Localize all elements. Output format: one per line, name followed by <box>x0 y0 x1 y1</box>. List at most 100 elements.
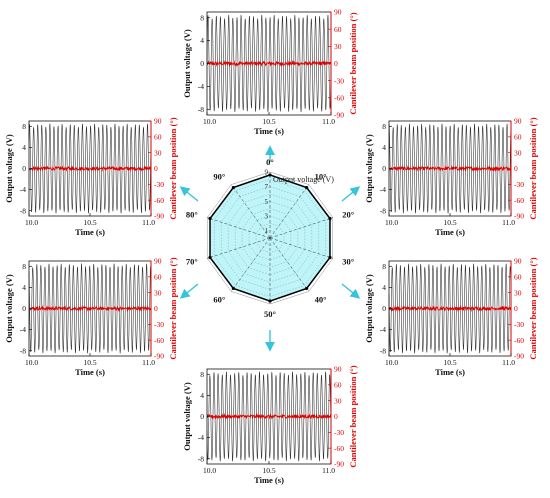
y-tick-label: 8 <box>382 122 386 131</box>
voltage-series <box>28 123 152 214</box>
y-tick-label: 0 <box>22 304 26 313</box>
y2-tick-label: 90 <box>154 117 162 126</box>
radar-spoke <box>269 217 333 239</box>
radar-grid-ring <box>213 179 326 297</box>
y-axis-label: Output voltage (V) <box>364 134 374 203</box>
x-tick-label: 11.0 <box>142 218 155 227</box>
radar-spoke <box>207 217 271 239</box>
y-tick-label: -4 <box>380 325 386 334</box>
radar-angle-label: 90° <box>213 172 225 182</box>
x-axis-label: Time (s) <box>435 227 465 237</box>
y2-tick-label: 30 <box>334 42 342 51</box>
y-tick-label: 8 <box>382 262 386 271</box>
y2-axis-label: Cantilever beam position (°) <box>168 257 178 359</box>
y-tick-label: -8 <box>380 346 386 355</box>
y2-tick-label: 90 <box>154 257 162 266</box>
position-series <box>388 165 512 172</box>
radar-title: Output voltage (V) <box>273 175 334 184</box>
y2-tick-label: -30 <box>514 180 524 189</box>
radar-grid-ring <box>255 223 285 253</box>
y2-tick-label: 60 <box>514 272 522 281</box>
x-tick-label: 10.5 <box>83 358 96 367</box>
y2-axis-label: Cantilever beam position (°) <box>348 365 358 467</box>
y2-tick-label: -60 <box>154 196 164 205</box>
y2-tick-label: -90 <box>514 212 524 221</box>
y2-tick-label: 0 <box>154 304 158 313</box>
y2-tick-label: -30 <box>514 320 524 329</box>
radar-angle-label: 50° <box>264 309 276 319</box>
y-tick-label: 0 <box>200 412 204 421</box>
y-tick-label: -4 <box>20 325 26 334</box>
x-axis-label: Time (s) <box>75 367 105 377</box>
x-tick-label: 10.5 <box>262 117 275 126</box>
y-tick-label: -4 <box>20 185 26 194</box>
y-tick-label: 0 <box>22 164 26 173</box>
y2-axis-label: Cantilever beam position (°) <box>528 117 538 219</box>
position-series <box>388 305 512 313</box>
x-tick-label: 11.0 <box>502 218 515 227</box>
y2-tick-label: 0 <box>514 164 518 173</box>
direction-arrow <box>179 283 199 299</box>
x-axis-label: Time (s) <box>254 475 284 485</box>
radar-spoke <box>269 237 333 259</box>
y-tick-label: 4 <box>200 391 204 400</box>
y2-tick-label: 30 <box>154 288 162 297</box>
x-tick-label: 10.0 <box>385 358 398 367</box>
radar-angle-label: 30° <box>342 256 354 266</box>
y2-tick-label: 30 <box>334 396 342 405</box>
y-axis-label: Output voltage (V) <box>364 274 374 343</box>
y2-tick-label: 60 <box>154 132 162 141</box>
y2-tick-label: -90 <box>514 352 524 361</box>
y2-tick-label: 90 <box>334 8 342 17</box>
radar-radial-tick: 7 <box>265 183 269 191</box>
y2-tick-label: -60 <box>334 444 344 453</box>
y-tick-label: 4 <box>22 143 26 152</box>
y-tick-label: -4 <box>198 82 204 91</box>
radar-spoke <box>207 237 271 259</box>
y2-tick-label: 60 <box>514 132 522 141</box>
x-tick-label: 11.0 <box>502 358 515 367</box>
y2-tick-label: -60 <box>514 196 524 205</box>
y2-tick-label: -90 <box>334 111 344 120</box>
y-tick-label: 4 <box>200 36 204 45</box>
radar-angle-label: 40° <box>315 294 327 304</box>
y2-tick-label: -30 <box>154 320 164 329</box>
x-axis-label: Time (s) <box>254 126 284 136</box>
x-tick-label: 10.0 <box>25 218 38 227</box>
y-tick-label: -8 <box>198 105 204 114</box>
position-series <box>28 305 152 313</box>
x-axis-label: Time (s) <box>75 227 105 237</box>
y2-axis-label: Cantilever beam position (°) <box>348 12 358 114</box>
y2-tick-label: 0 <box>154 164 158 173</box>
radar-point <box>268 299 272 303</box>
y2-tick-label: 60 <box>334 380 342 389</box>
x-tick-label: 11.0 <box>322 117 335 126</box>
y2-tick-label: 0 <box>334 412 338 421</box>
y-tick-label: -4 <box>380 185 386 194</box>
radar-angle-label: 10° <box>315 172 327 182</box>
y-tick-label: 0 <box>382 304 386 313</box>
x-tick-label: 11.0 <box>322 466 335 475</box>
radar-point <box>208 216 212 221</box>
radar-outer-border <box>207 171 333 305</box>
radar-point <box>208 255 212 260</box>
voltage-series <box>28 262 152 354</box>
y2-tick-label: 60 <box>154 272 162 281</box>
y-tick-label: -8 <box>198 454 204 463</box>
radar-point <box>231 185 235 190</box>
radar-point <box>328 216 332 221</box>
y2-tick-label: 30 <box>514 148 522 157</box>
radar-angle-label: 0° <box>266 157 274 167</box>
x-tick-label: 10.0 <box>203 466 216 475</box>
y-tick-label: 8 <box>22 122 26 131</box>
radar-spoke <box>269 184 309 239</box>
position-series <box>206 412 332 420</box>
